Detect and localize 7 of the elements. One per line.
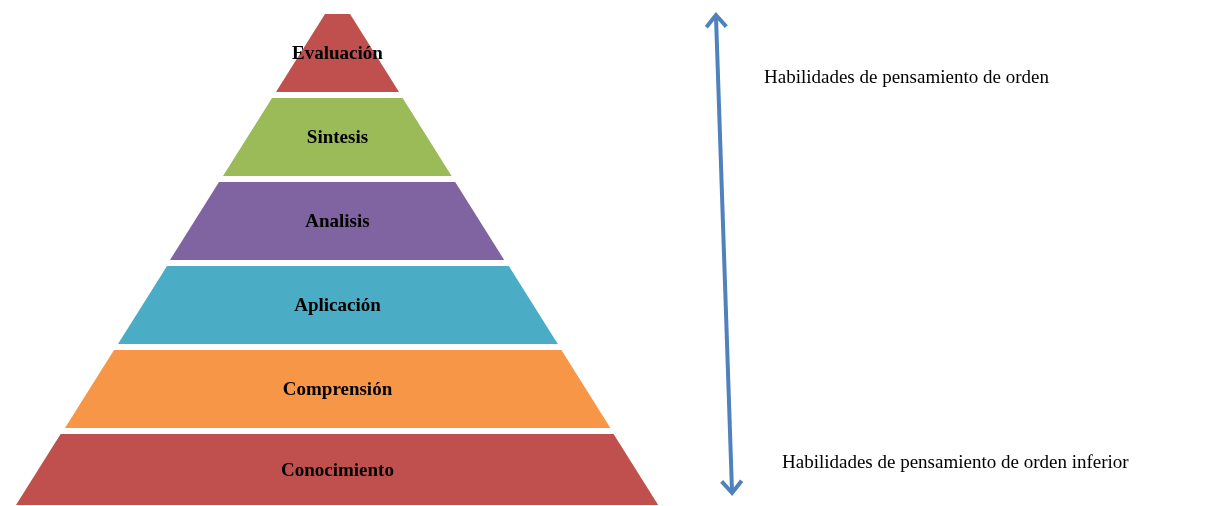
level-label: Analisis <box>305 210 370 232</box>
level-label: Sintesis <box>306 126 369 148</box>
level-label: Comprensión <box>282 378 393 400</box>
scale-label: Habilidades de pensamiento de orden inferior <box>782 451 1129 473</box>
level-label: Aplicación <box>294 294 381 316</box>
level-label: Conocimiento <box>281 458 394 481</box>
scale-label: Habilidades de pensamiento de orden <box>764 66 1049 88</box>
